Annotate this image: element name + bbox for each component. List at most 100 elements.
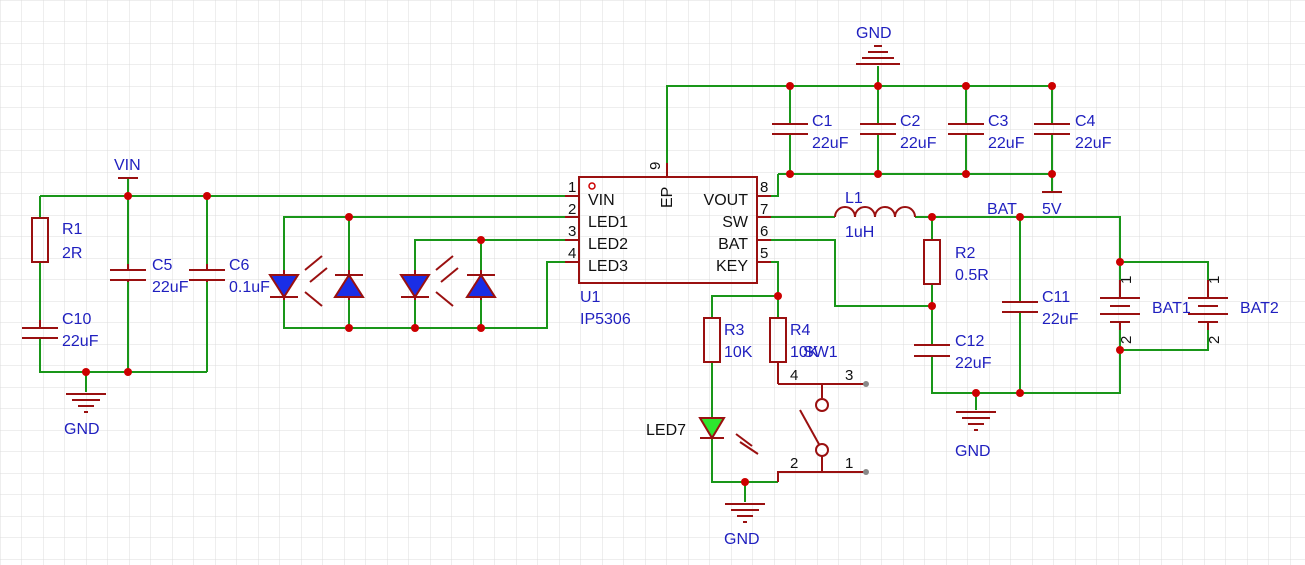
c11-symbol[interactable]: [1002, 301, 1038, 313]
gnd-key-label: GND: [724, 531, 760, 548]
c3-value: 22uF: [988, 135, 1025, 152]
u1-pin5-name: KEY: [716, 258, 748, 275]
c12-symbol[interactable]: [914, 344, 950, 357]
c11-value: 22uF: [1042, 311, 1079, 328]
bat1-symbol[interactable]: [1100, 280, 1140, 330]
sw1-pin3-end: [863, 381, 869, 387]
c4-symbol[interactable]: [1034, 123, 1070, 135]
5v-label: 5V: [1042, 201, 1062, 218]
led-1-symbol[interactable]: [268, 255, 328, 307]
sw1-pin2: 2: [790, 455, 798, 472]
u1-pin1-num: 1: [568, 179, 576, 196]
u1-pin9-name: EP: [659, 187, 676, 208]
u1-pin1-marker: [588, 182, 596, 190]
gnd-bat-symbol: [956, 411, 996, 431]
led1-net-wire: [283, 216, 565, 270]
l1-value: 1uH: [845, 224, 874, 241]
bat-net-label: BAT: [987, 201, 1017, 218]
u1-pin8-name: VOUT: [704, 192, 749, 209]
bat-gnd-wire: [931, 350, 1121, 394]
c3-ref: C3: [988, 113, 1009, 130]
r3-symbol[interactable]: [703, 317, 721, 363]
u1-pin8-num: 8: [760, 179, 768, 196]
led-4-symbol[interactable]: [465, 270, 497, 300]
junctions: [82, 82, 1124, 486]
led-pair1-bottom-wire: [283, 300, 350, 329]
led-pair2-bottom-wire: [414, 300, 482, 329]
gnd-top-symbol: [856, 45, 900, 65]
r2-value: 0.5R: [955, 267, 989, 284]
u1-pin7-name: SW: [722, 214, 749, 231]
u1-pin6-name: BAT: [718, 236, 748, 253]
u1-pin2-name: LED1: [588, 214, 628, 231]
bat-net-wire: [915, 216, 1121, 262]
r1-value: 2R: [62, 245, 82, 262]
u1-pin1-name: VIN: [588, 192, 615, 209]
led7-symbol[interactable]: [698, 417, 759, 455]
bat2-pin2: 2: [1206, 336, 1223, 344]
l1-ref: L1: [845, 190, 863, 207]
c2-symbol[interactable]: [860, 123, 896, 135]
l1-symbol[interactable]: [834, 206, 916, 218]
gnd-bat-label: GND: [955, 443, 991, 460]
c4-ref: C4: [1075, 113, 1096, 130]
led-2-symbol[interactable]: [333, 270, 365, 300]
gnd-key-symbol: [725, 503, 765, 523]
r1-symbol[interactable]: [31, 217, 49, 263]
led-3-symbol[interactable]: [399, 255, 459, 307]
sw1-ref: SW1: [803, 344, 838, 361]
bat2-pin1: 1: [1206, 276, 1223, 284]
bat1-ref: BAT1: [1152, 300, 1191, 317]
sw1-pin4: 4: [790, 367, 798, 384]
c5-value: 22uF: [152, 279, 189, 296]
gnd-top-label: GND: [856, 25, 892, 42]
c1-ref: C1: [812, 113, 833, 130]
c1-value: 22uF: [812, 135, 849, 152]
r1-ref: R1: [62, 221, 83, 238]
c5-ref: C5: [152, 257, 173, 274]
c2-value: 22uF: [900, 135, 937, 152]
r2-ref: R2: [955, 245, 976, 262]
wires: [39, 66, 1209, 502]
sw1-pin1-end: [863, 469, 869, 475]
u1-pin7-num: 7: [760, 201, 768, 218]
u1-pin3-num: 3: [568, 223, 576, 240]
c11-ref: C11: [1042, 289, 1070, 306]
u1-pin4-num: 4: [568, 245, 576, 262]
sw1-pin1: 1: [845, 455, 853, 472]
c6-value: 0.1uF: [229, 279, 270, 296]
r3-value: 10K: [724, 344, 753, 361]
bat1-pin2: 2: [1118, 336, 1135, 344]
u1-pin6-num: 6: [760, 223, 768, 240]
sw1-symbol[interactable]: [777, 381, 869, 482]
u1-pin4-name: LED3: [588, 258, 628, 275]
r2-symbol[interactable]: [923, 239, 941, 285]
components: [22, 45, 1228, 523]
u1-pin3-name: LED2: [588, 236, 628, 253]
r4-ref: R4: [790, 322, 811, 339]
u1-pin5-num: 5: [760, 245, 768, 262]
c6-ref: C6: [229, 257, 250, 274]
c3-symbol[interactable]: [948, 123, 984, 135]
u1-pin9-num: 9: [647, 162, 664, 170]
u1-ref: U1: [580, 289, 601, 306]
c4-value: 22uF: [1075, 135, 1112, 152]
u1-pin2-num: 2: [568, 201, 576, 218]
bat-sense-wire: [758, 239, 932, 307]
bat2-symbol[interactable]: [1188, 280, 1228, 330]
c10-value: 22uF: [62, 333, 99, 350]
bat-bottom-link-wire: [1120, 330, 1209, 351]
led7-ref: LED7: [646, 422, 686, 439]
bat2-ref: BAT2: [1240, 300, 1279, 317]
bat-top-link-wire: [1120, 261, 1209, 280]
labels: VIN GND GND GND GND BAT 5V R1 2R C10 22u…: [62, 25, 1279, 548]
u1-value: IP5306: [580, 311, 631, 328]
gnd-left-symbol: [66, 393, 106, 413]
vin-label: VIN: [114, 157, 141, 174]
bat1-pin1: 1: [1118, 276, 1135, 284]
c1-symbol[interactable]: [772, 123, 808, 135]
gnd-left-label: GND: [64, 421, 100, 438]
c12-value: 22uF: [955, 355, 992, 372]
r4-value: 10K: [790, 344, 819, 361]
